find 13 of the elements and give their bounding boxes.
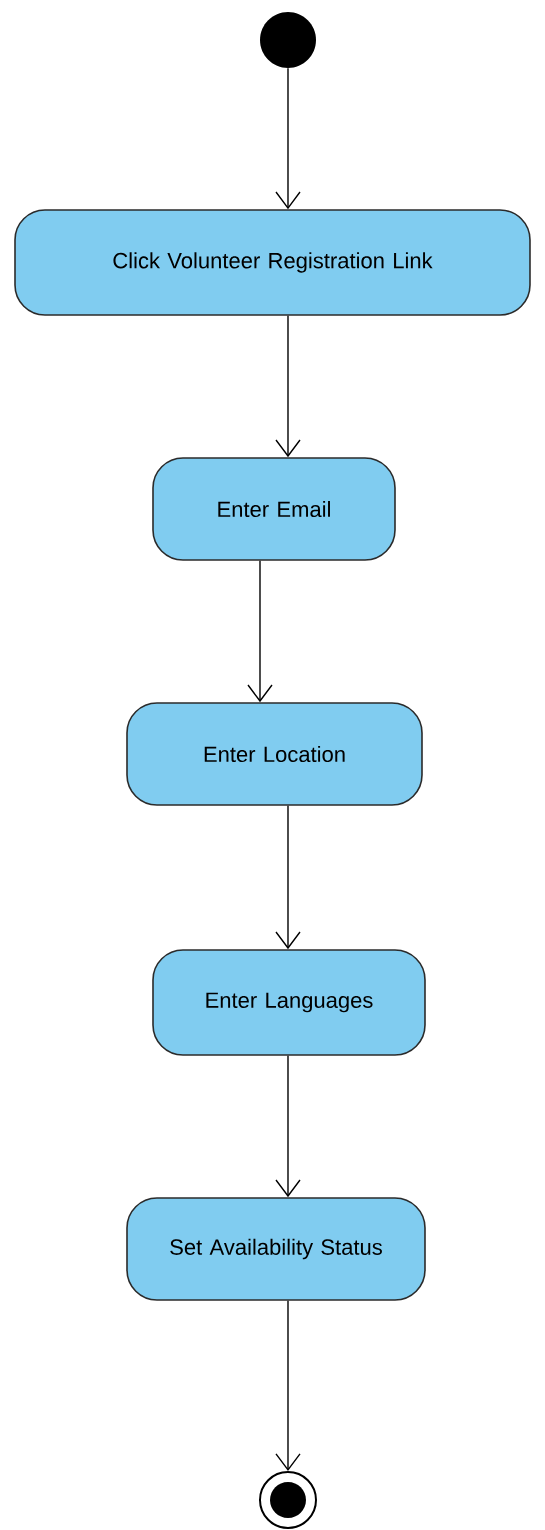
action-box: Enter Email bbox=[152, 457, 396, 561]
arrow bbox=[275, 805, 301, 950]
action-box: Click Volunteer Registration Link bbox=[14, 209, 531, 316]
arrow bbox=[275, 315, 301, 458]
action-box: Enter Languages bbox=[152, 949, 426, 1056]
arrow bbox=[247, 560, 273, 703]
initial-node bbox=[260, 12, 316, 68]
arrow bbox=[275, 67, 301, 210]
final-node bbox=[259, 1471, 317, 1529]
arrow bbox=[275, 1300, 301, 1471]
action-box: Set Availability Status bbox=[126, 1197, 426, 1301]
action-box: Enter Location bbox=[126, 702, 423, 806]
arrow bbox=[275, 1055, 301, 1198]
